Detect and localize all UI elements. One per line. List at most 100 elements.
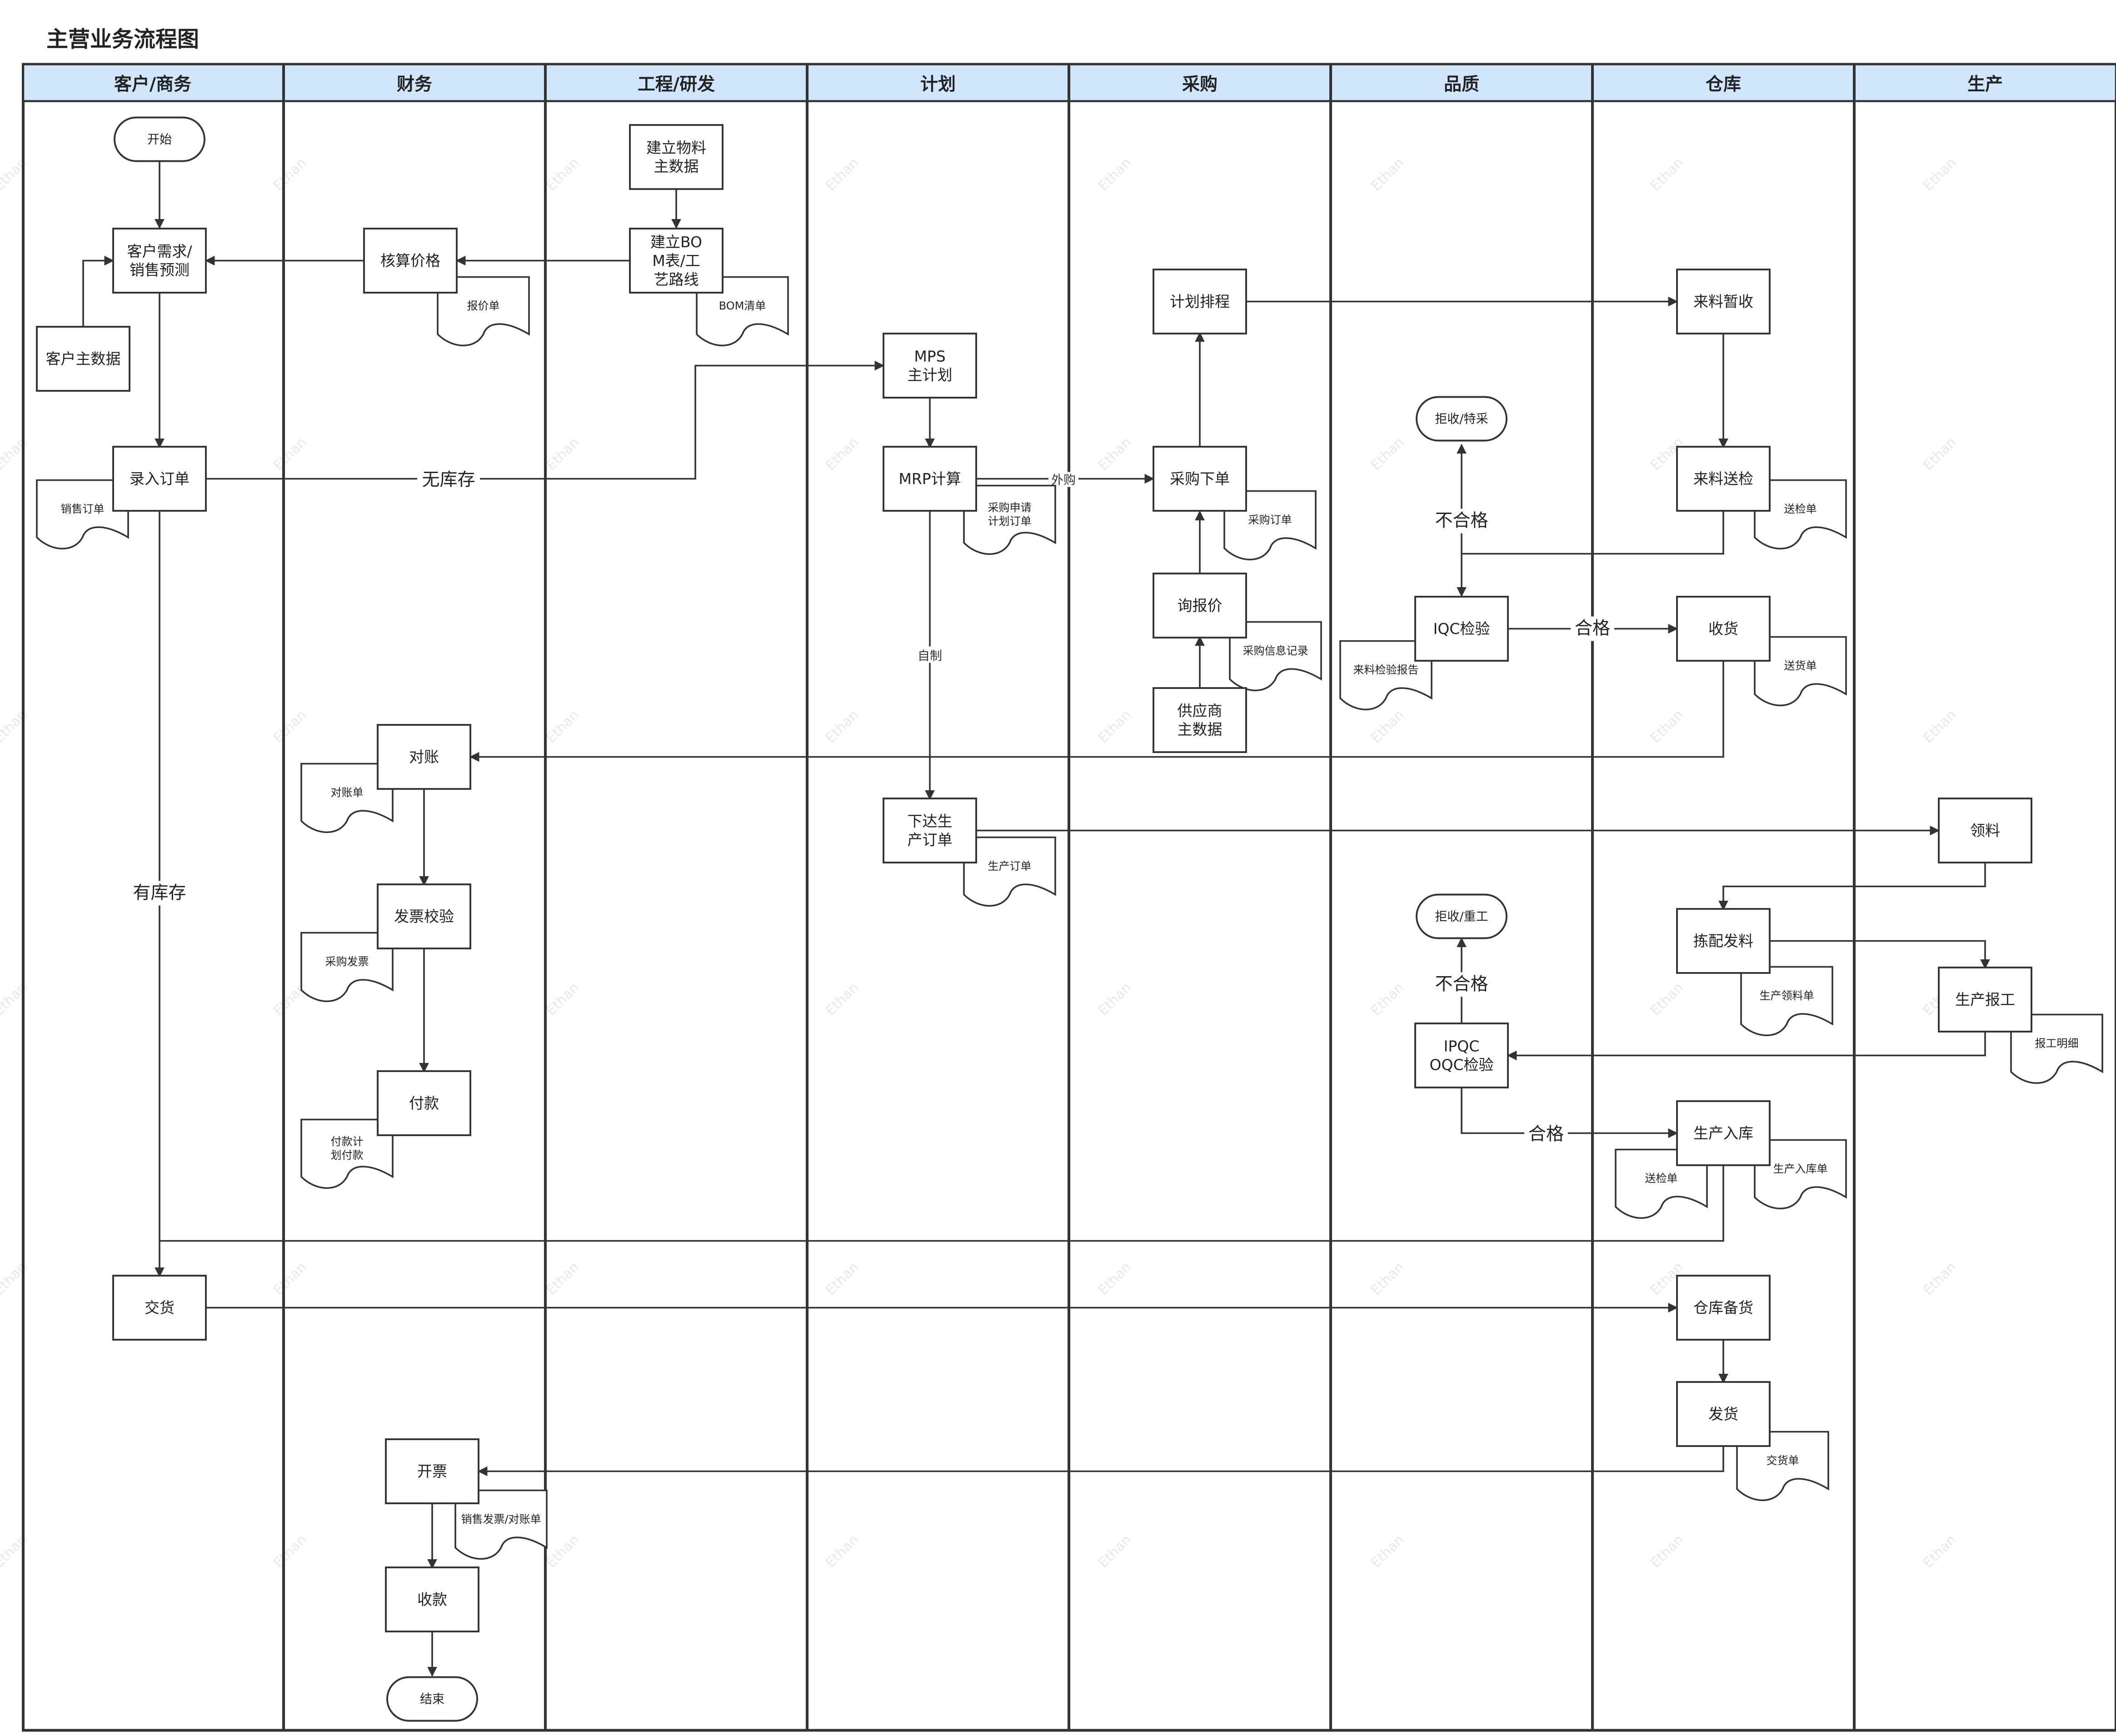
node-customer-demand: 客户需求/销售预测 (112, 228, 207, 294)
document-label: 销售发票/对账单 (461, 1513, 541, 1526)
document-label: 送检单 (1645, 1172, 1678, 1185)
document-shape (300, 1118, 394, 1189)
node-material-requisition: 领料 (1938, 798, 2032, 863)
document-shape (300, 763, 394, 833)
doc-po-doc: 采购订单 (1223, 490, 1317, 561)
node-end: 结束 (386, 1676, 478, 1722)
label-bg (417, 466, 480, 491)
document-label: 采购发票 (325, 955, 369, 968)
lane-dividers (282, 64, 1856, 1731)
document-label: 销售订单 (61, 503, 105, 515)
document-label: 报工明细 (2035, 1037, 2079, 1050)
document-label: 采购申请 (988, 501, 1032, 514)
doc-sales-invoice: 销售发票/对账单 (454, 1489, 548, 1560)
process-shape (377, 883, 471, 949)
document-label: 生产领料单 (1760, 989, 1814, 1002)
label-bg (1524, 1121, 1568, 1146)
doc-purchase-invoice: 采购发票 (300, 932, 394, 1003)
node-reconcile: 对账 (377, 724, 471, 790)
node-label: 建立物料 (646, 139, 706, 156)
document-shape (1754, 479, 1847, 550)
node-label: 产订单 (908, 831, 953, 849)
document-label: BOM清单 (719, 299, 766, 312)
doc-storage-slip: 生产入库单 (1754, 1139, 1847, 1210)
doc-bom-list: BOM清单 (696, 276, 789, 347)
doc-pick-list: 生产领料单 (1740, 966, 1833, 1037)
document-label: 付款计 (331, 1135, 364, 1148)
node-label: 客户需求/ (127, 242, 192, 260)
process-shape (1676, 446, 1771, 512)
document-shape (696, 276, 789, 347)
node-start: 开始 (114, 116, 205, 162)
process-shape (1676, 1100, 1771, 1166)
label-bg (1048, 472, 1078, 487)
node-label: MPS (914, 347, 945, 365)
doc-production-order-doc: 生产订单 (963, 836, 1056, 907)
document-shape (1736, 1431, 1829, 1502)
label-bg (128, 881, 191, 906)
node-label: 结束 (420, 1692, 444, 1706)
node-label: M表/工 (652, 252, 700, 269)
node-inspection-request: 来料送检 (1676, 446, 1771, 512)
doc-inspection-slip: 送检单 (1754, 479, 1847, 550)
document-shape (437, 276, 530, 347)
process-shape (1414, 1023, 1509, 1088)
doc-shipment-note: 交货单 (1736, 1431, 1829, 1502)
node-iqc: IQC检验 (1414, 596, 1509, 662)
process-shape (1676, 269, 1771, 334)
lane-header-warehouse: 仓库 (1706, 75, 1741, 95)
process-shape (112, 446, 207, 512)
process-shape (1414, 596, 1509, 662)
lane-header-planning: 计划 (920, 75, 956, 95)
label-bg (1571, 616, 1614, 641)
node-reject-special: 拒收/特采 (1416, 396, 1507, 442)
connectors (82, 161, 1990, 1677)
node-label: 采购下单 (1170, 470, 1230, 488)
process-shape (1153, 446, 1247, 512)
document-shape (454, 1489, 548, 1560)
edge-label-fail: 不合格 (1435, 511, 1488, 531)
label-bg (1432, 509, 1492, 534)
lane-headers: 客户/商务 财务 工程/研发 计划 采购 品质 仓库 生产 (114, 75, 2003, 95)
document-label: 送检单 (1784, 503, 1817, 515)
document-shape (36, 479, 129, 550)
document-label: 报价单 (467, 299, 500, 312)
node-label: 主数据 (1178, 721, 1223, 738)
node-warehouse-prep: 仓库备货 (1676, 1275, 1771, 1341)
lane-header-customer: 客户/商务 (114, 75, 191, 95)
node-label: 收货 (1708, 620, 1738, 638)
node-invoicing: 开票 (385, 1438, 479, 1504)
node-label: 主数据 (654, 158, 699, 175)
node-inquiry: 询报价 (1153, 573, 1247, 639)
document-shape (1339, 640, 1432, 711)
document-shape (2010, 1013, 2103, 1084)
document-label: 送货单 (1784, 659, 1817, 672)
process-shape (1676, 596, 1771, 662)
node-label: 来料送检 (1693, 470, 1753, 488)
process-shape (1153, 573, 1247, 639)
edge-label-no-stock: 无库存 (422, 470, 475, 490)
document-shape (963, 484, 1056, 555)
process-shape (1676, 1381, 1771, 1447)
node-label: 拒收/特采 (1435, 412, 1488, 426)
node-label: 建立BO (650, 233, 702, 251)
process-shape (1938, 967, 2032, 1033)
node-label: 拒收/重工 (1435, 910, 1488, 924)
lane-header-finance: 财务 (397, 75, 432, 95)
process-shape (629, 228, 724, 294)
node-label: 交货 (145, 1299, 175, 1317)
process-shape (883, 333, 977, 399)
label-bg (915, 646, 945, 663)
doc-inspection-slip2: 送检单 (1615, 1148, 1708, 1219)
node-label: 核算价格 (380, 252, 440, 269)
node-customer-master: 客户主数据 (36, 326, 130, 392)
node-collection: 收款 (385, 1566, 479, 1632)
node-label: 销售预测 (130, 261, 190, 279)
process-shape (1938, 798, 2032, 863)
node-temp-receive: 来料暂收 (1676, 269, 1771, 334)
process-shape (1676, 908, 1771, 974)
